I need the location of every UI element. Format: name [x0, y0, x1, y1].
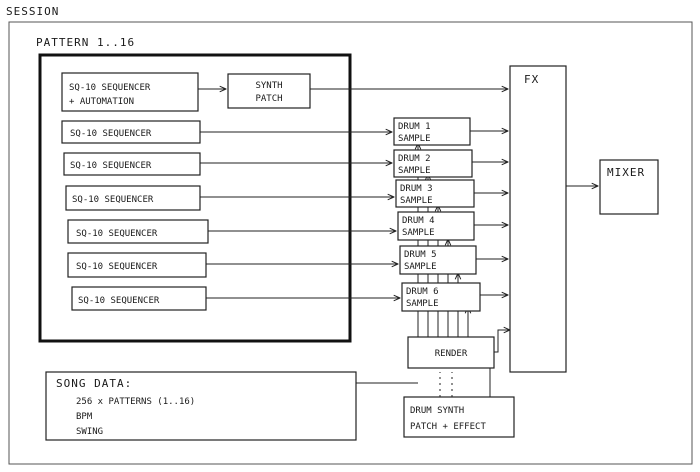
drum-5-label: DRUM 5 — [404, 250, 437, 260]
sequencer-3-label: SQ-10 SEQUENCER — [70, 161, 152, 171]
drum-1-label: DRUM 1 — [398, 122, 431, 132]
drum-2: DRUM 2 SAMPLE — [393, 149, 473, 178]
drum-4: DRUM 4 SAMPLE — [397, 211, 475, 241]
song-data-line-2: BPM — [76, 412, 93, 422]
drum-4-sublabel: SAMPLE — [402, 228, 435, 238]
mixer-label: MIXER — [607, 166, 645, 179]
drum-2-label: DRUM 2 — [398, 154, 431, 164]
sequencer-5-label: SQ-10 SEQUENCER — [76, 229, 158, 239]
pattern-label: PATTERN 1..16 — [36, 36, 135, 49]
sequencer-3: SQ-10 SEQUENCER — [63, 152, 201, 176]
session-label: SESSION — [6, 5, 59, 18]
sequencer-4: SQ-10 SEQUENCER — [65, 185, 201, 211]
drum-5-sublabel: SAMPLE — [404, 262, 437, 272]
drum-5: DRUM 5 SAMPLE — [399, 245, 477, 275]
render-label: RENDER — [435, 349, 468, 359]
synth-patch: SYNTH PATCH — [227, 73, 311, 109]
song-data-line-3: SWING — [76, 427, 103, 437]
drum-synth-label-1: DRUM SYNTH — [410, 406, 464, 416]
drum-3: DRUM 3 SAMPLE — [395, 179, 475, 208]
drum-6: DRUM 6 SAMPLE — [401, 282, 481, 312]
drum-6-sublabel: SAMPLE — [406, 299, 439, 309]
sequencer-1-sublabel: + AUTOMATION — [69, 97, 134, 107]
drum-3-label: DRUM 3 — [400, 184, 433, 194]
sequencer-4-label: SQ-10 SEQUENCER — [72, 195, 154, 205]
drum-synth-label-2: PATCH + EFFECT — [410, 422, 486, 432]
fx-label: FX — [524, 73, 539, 86]
sequencer-6-label: SQ-10 SEQUENCER — [76, 262, 158, 272]
sequencer-6: SQ-10 SEQUENCER — [67, 252, 207, 278]
sequencer-1: SQ-10 SEQUENCER + AUTOMATION — [61, 72, 199, 112]
sequencer-5: SQ-10 SEQUENCER — [67, 219, 209, 244]
fx-block: FX — [509, 65, 567, 373]
song-data-block: SONG DATA: 256 x PATTERNS (1..16) BPM SW… — [45, 371, 357, 441]
drum-2-sublabel: SAMPLE — [398, 166, 431, 176]
sequencer-1-label: SQ-10 SEQUENCER — [69, 83, 151, 93]
drum-1: DRUM 1 SAMPLE — [393, 117, 471, 146]
drum-6-label: DRUM 6 — [406, 287, 439, 297]
sequencer-2-label: SQ-10 SEQUENCER — [70, 129, 152, 139]
drum-3-sublabel: SAMPLE — [400, 196, 433, 206]
sequencer-7-label: SQ-10 SEQUENCER — [78, 296, 160, 306]
synth-patch-label-2: PATCH — [255, 94, 282, 104]
mixer-block: MIXER — [599, 159, 659, 215]
song-data-line-1: 256 x PATTERNS (1..16) — [76, 397, 195, 407]
sequencer-7: SQ-10 SEQUENCER — [71, 286, 207, 311]
synth-patch-label-1: SYNTH — [255, 81, 282, 91]
render-block: RENDER — [407, 336, 495, 369]
drum-synth-block: DRUM SYNTH PATCH + EFFECT — [403, 396, 515, 438]
drum-4-label: DRUM 4 — [402, 216, 435, 226]
sequencer-2: SQ-10 SEQUENCER — [61, 120, 201, 144]
song-data-title: SONG DATA: — [56, 377, 132, 390]
session-frame — [8, 21, 693, 465]
pattern-group — [38, 53, 352, 343]
drum-1-sublabel: SAMPLE — [398, 134, 431, 144]
connections — [198, 89, 598, 397]
